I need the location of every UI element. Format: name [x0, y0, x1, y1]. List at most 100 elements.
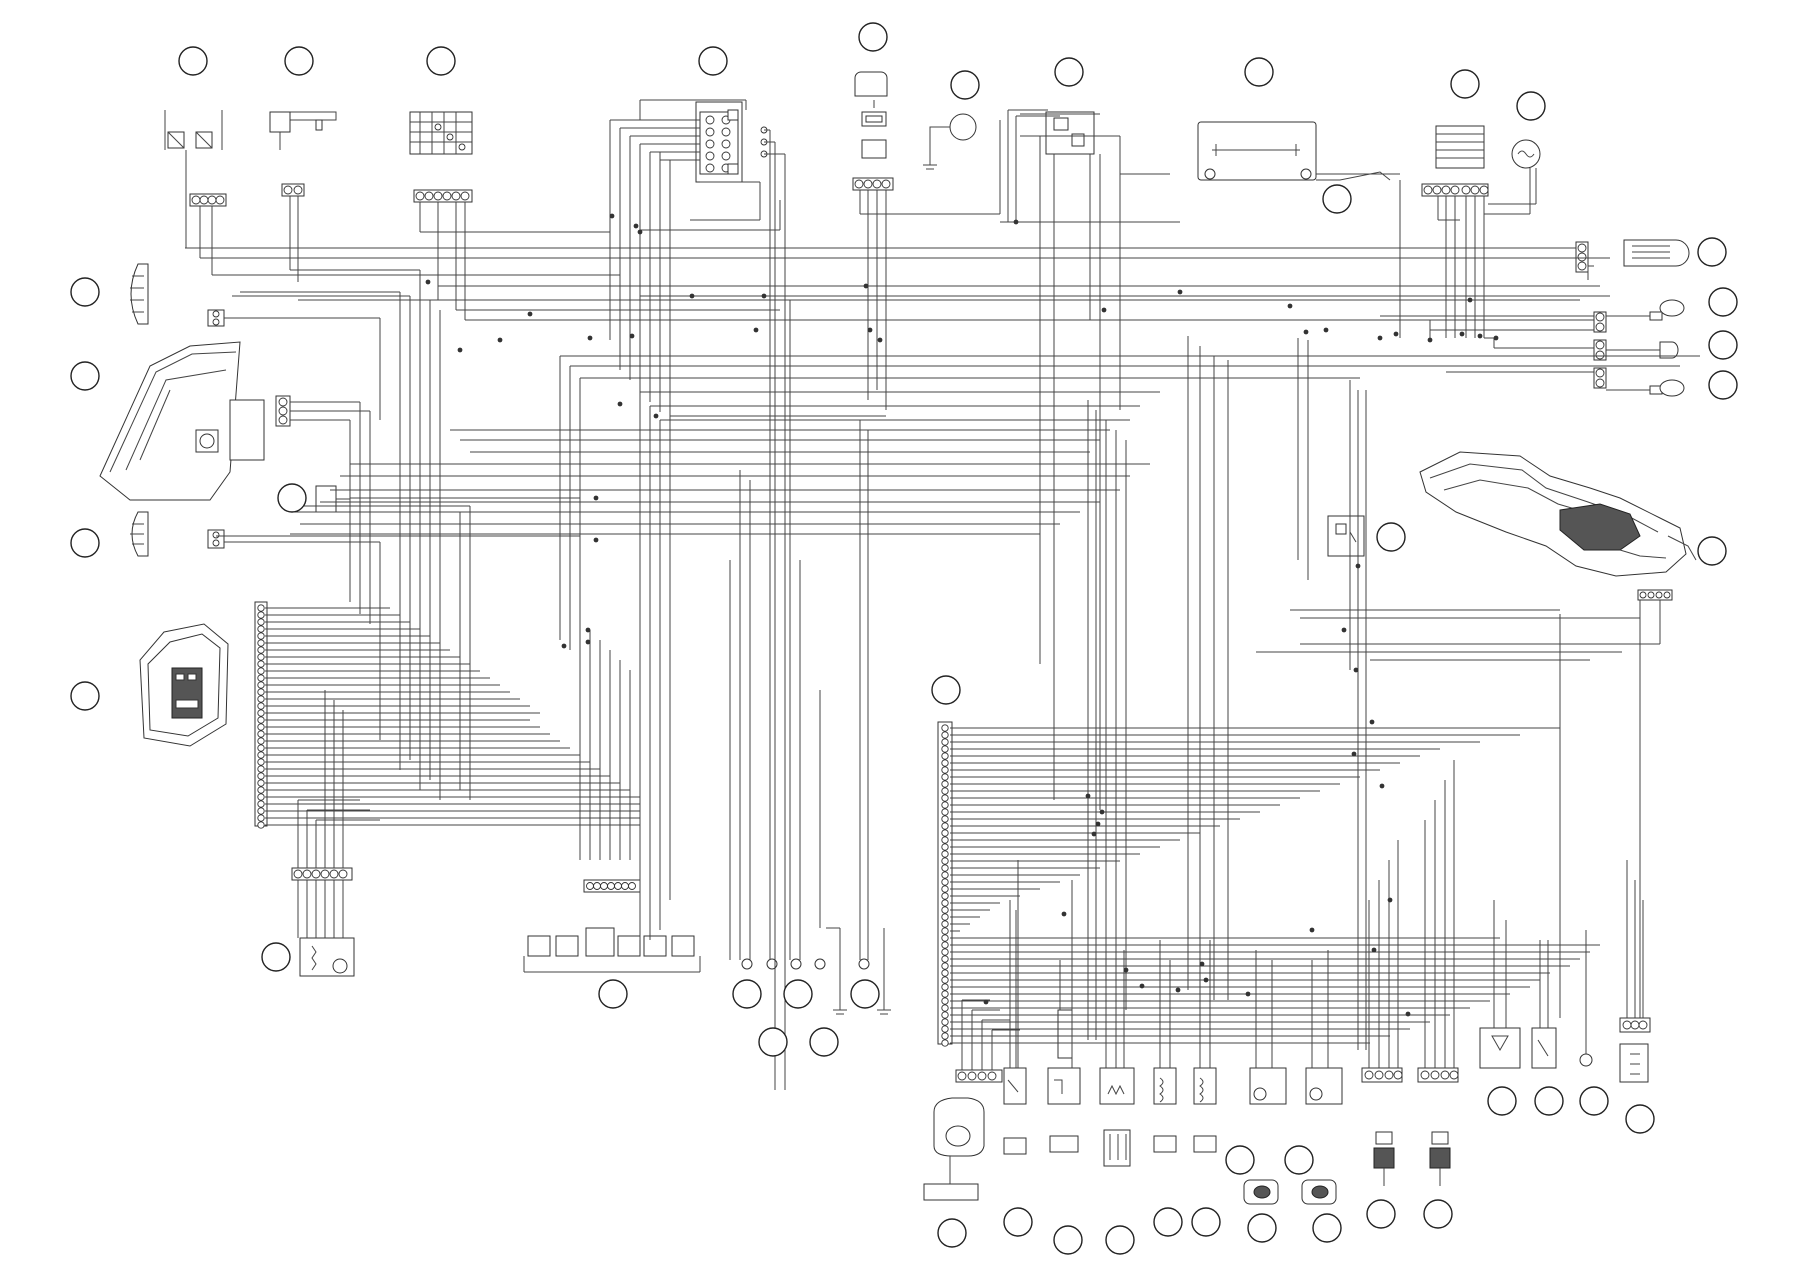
headlight-icon: [99, 341, 291, 501]
connector-pin: [257, 744, 265, 752]
junction-dot: [1303, 329, 1309, 335]
callout-circle: [850, 979, 880, 1009]
junction-dot: [585, 639, 591, 645]
callout-circle: [1284, 1145, 1314, 1175]
connector-pin: [941, 808, 949, 816]
connector-pin: [941, 1039, 949, 1047]
ignition-coil-icon: [1193, 1067, 1217, 1153]
junction-dot: [527, 311, 533, 317]
junction-dot: [653, 413, 659, 419]
connector-pin: [941, 731, 949, 739]
junction-dot: [867, 327, 873, 333]
callout-circle: [70, 528, 100, 558]
junction-dot: [983, 999, 989, 1005]
callout-circle: [732, 979, 762, 1009]
connector-pin: [257, 660, 265, 668]
connector-pin: [941, 1032, 949, 1040]
junction-dot: [1245, 991, 1251, 997]
connector-pin: [941, 997, 949, 1005]
callout-circle: [809, 1027, 839, 1057]
turn-indicator-icon: [130, 511, 225, 557]
junction-dot: [1013, 219, 1019, 225]
callout-circle: [1003, 1207, 1033, 1237]
callout-circle: [858, 22, 888, 52]
ignition-coil-icon: [1153, 1067, 1177, 1153]
junction-dot: [633, 223, 639, 229]
injector-icon: [1417, 1067, 1459, 1186]
callout-circle: [1708, 287, 1738, 317]
junction-dot: [1369, 719, 1375, 725]
connector-pin: [941, 815, 949, 823]
connector-pin: [941, 899, 949, 907]
callout-circle: [277, 483, 307, 513]
callout-circle: [1487, 1086, 1517, 1116]
junction-dot: [629, 333, 635, 339]
connector-pin: [941, 801, 949, 809]
junction-dot: [1203, 977, 1209, 983]
junction-dot: [1199, 961, 1205, 967]
relay-icon: [1327, 515, 1365, 557]
junction-dot: [1379, 783, 1385, 789]
junction-dot: [587, 335, 593, 341]
connector-pin: [941, 983, 949, 991]
connector-pin: [941, 1018, 949, 1026]
callout-circle: [1312, 1213, 1342, 1243]
junction-dot: [617, 401, 623, 407]
relay-icon: [1020, 111, 1100, 155]
junction-dot: [637, 229, 643, 235]
junction-dot: [1467, 297, 1473, 303]
junction-dot: [1123, 967, 1129, 973]
callout-circle: [1322, 184, 1352, 214]
callout-circle: [70, 361, 100, 391]
throttle-body-icon: [923, 1069, 1003, 1201]
junction-dot: [609, 213, 615, 219]
throttle-position-sensor-icon: [1099, 1067, 1135, 1167]
junction-dot: [1355, 563, 1361, 569]
connector-6pin-b: [291, 867, 353, 881]
callout-circle: [70, 681, 100, 711]
junction-dot: [593, 495, 599, 501]
connector-pin: [257, 786, 265, 794]
connector-pin: [941, 871, 949, 879]
connector-9pin-a: [583, 879, 641, 893]
junction-dot: [1371, 947, 1377, 953]
connector-pin: [941, 864, 949, 872]
callout-circles: [70, 22, 1738, 1255]
callout-circle: [950, 70, 980, 100]
tail-light-icon: [1575, 239, 1690, 273]
junction-dot: [561, 643, 567, 649]
fuse-box-icon: [695, 101, 768, 183]
callout-circle: [1191, 1207, 1221, 1237]
junction-dot: [1323, 327, 1329, 333]
connector-pin: [941, 934, 949, 942]
callout-circle: [1376, 522, 1406, 552]
connector-pin: [941, 920, 949, 928]
connector-pin: [257, 639, 265, 647]
connector-pin: [941, 780, 949, 788]
callout-circle: [1708, 330, 1738, 360]
connector-pin: [941, 787, 949, 795]
fuse-array-icon: [523, 927, 701, 973]
junction-dot: [1477, 333, 1483, 339]
callout-circle: [1534, 1086, 1564, 1116]
callout-circle: [931, 675, 961, 705]
junction-dot: [1085, 793, 1091, 799]
connector-pin: [941, 948, 949, 956]
connector-pin: [257, 723, 265, 731]
connector-pin: [941, 773, 949, 781]
handlebar-switch-icon: [164, 110, 223, 150]
connector-pin: [257, 667, 265, 675]
callout-circle: [1423, 1199, 1453, 1229]
connector-pin: [941, 976, 949, 984]
connector-pin: [257, 688, 265, 696]
junction-dot: [1393, 331, 1399, 337]
callout-circle: [1244, 57, 1274, 87]
callout-circle: [178, 46, 208, 76]
battery-icon: [1197, 121, 1391, 181]
connector-pin: [257, 716, 265, 724]
callout-circle: [1450, 69, 1480, 99]
junction-dot: [1287, 303, 1293, 309]
fuel-pump-icon: [299, 937, 355, 977]
connector-pin: [257, 611, 265, 619]
